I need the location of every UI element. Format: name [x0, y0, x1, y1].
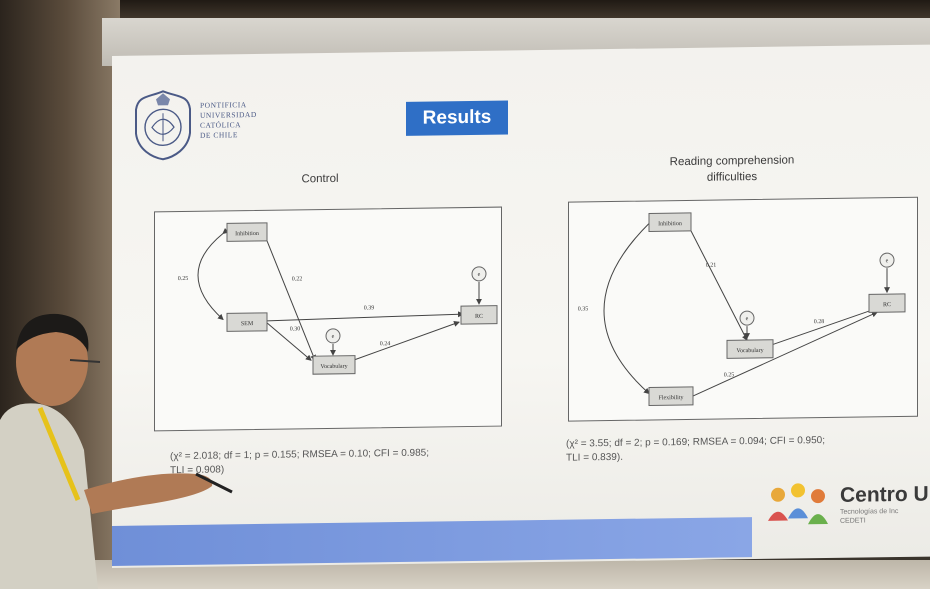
label-error: e [332, 334, 335, 340]
label-vocabulary: Vocabulary [320, 364, 347, 370]
coef-label: 0.21 [706, 263, 716, 269]
node-error [471, 266, 487, 282]
label-sem: SEM [241, 321, 254, 327]
path-arrow [266, 311, 464, 322]
covariance-arrow [603, 217, 655, 395]
centro-branding: Centro U Tecnologías de Inc CEDETI [840, 483, 929, 526]
label-inhibition: Inhibition [235, 231, 259, 237]
covariance-arrow [197, 227, 229, 321]
centro-acronym: CEDETI [840, 517, 866, 525]
label-rc: RC [883, 302, 891, 308]
label-inhibition: Inhibition [658, 221, 682, 227]
node-error [325, 328, 341, 344]
projection-screen: PONTIFICIA UNIVERSIDAD CATÓLICA DE CHILE… [112, 44, 930, 569]
university-seal-icon [135, 90, 191, 161]
node-vocabulary [312, 355, 356, 375]
path-arrow [690, 311, 878, 398]
left-panel-title: Control [301, 172, 339, 186]
node-rc [460, 305, 498, 325]
label-error: e [886, 258, 889, 264]
coef-label: 0.25 [178, 276, 188, 282]
coef-label: 0.28 [814, 319, 824, 325]
path-arrow [768, 307, 878, 347]
coef-label: 0.35 [578, 306, 588, 312]
slide-title: Results [406, 100, 508, 136]
rcd-fit-statistics: (χ² = 3.55; df = 2; p = 0.169; RMSEA = 0… [566, 435, 826, 464]
children-logo-icon [768, 483, 828, 525]
label-vocabulary: Vocabulary [736, 348, 763, 354]
university-name: PONTIFICIA UNIVERSIDAD CATÓLICA DE CHILE [200, 100, 257, 140]
node-flexibility [648, 386, 694, 407]
coef-label: 0.30 [290, 326, 300, 332]
node-vocabulary [726, 339, 774, 359]
label-error: e [746, 316, 749, 322]
presenter-person [0, 313, 233, 589]
node-sem [226, 312, 268, 332]
label-flexibility: Flexibility [658, 395, 683, 401]
rcd-path-diagram: Inhibition Vocabulary RC Flexibility e e… [568, 196, 918, 422]
coef-label: 0.25 [724, 372, 734, 378]
control-path-diagram: Inhibition SEM Vocabulary RC e e 0.25 0.… [154, 206, 502, 432]
path-arrow [690, 230, 748, 342]
path-arrow [266, 322, 312, 361]
label-rc: RC [475, 314, 483, 320]
centro-title: Centro U [840, 482, 929, 507]
coef-label: 0.22 [292, 276, 302, 282]
coef-label: 0.39 [364, 305, 374, 311]
coef-label: 0.24 [380, 341, 390, 347]
path-arrow [354, 321, 460, 361]
node-error [739, 310, 755, 326]
right-panel-title: Reading comprehension difficulties [669, 154, 795, 184]
node-inhibition [226, 222, 268, 242]
label-error: e [478, 272, 481, 278]
path-arrow [266, 240, 316, 362]
node-inhibition [648, 212, 692, 233]
node-error [879, 252, 895, 268]
node-rc [868, 293, 906, 313]
